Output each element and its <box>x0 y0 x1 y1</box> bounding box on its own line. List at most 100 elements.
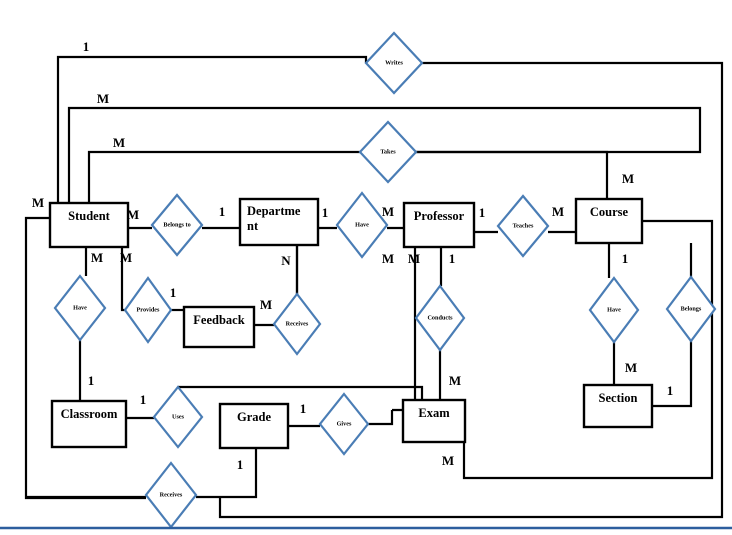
cardinality-c-prof-conducts-1: 1 <box>449 251 456 266</box>
relationship-belongs-to[interactable]: Belongs to <box>150 193 204 257</box>
relationship-label-gives: Gives <box>337 420 352 427</box>
cardinality-c-dept-feedback: N <box>281 253 291 268</box>
entity-label-grade: Grade <box>237 410 271 424</box>
cardinality-c-prof-conducts-m: M <box>408 251 420 266</box>
diamond-shape-have-dept <box>335 191 389 259</box>
diamond-shape-provides <box>123 276 173 344</box>
relationship-label-takes: Takes <box>380 148 396 155</box>
entity-professor[interactable]: Professor <box>402 201 476 249</box>
relationship-have-dept[interactable]: Have <box>335 191 389 259</box>
diamond-shape-belongs <box>665 275 717 343</box>
diamond-shape-have-course <box>588 276 640 344</box>
relationship-label-have-course: Have <box>607 306 621 313</box>
relationship-label-writes: Writes <box>385 59 403 66</box>
connector-writes-to-right-loop <box>218 61 724 519</box>
diamond-shape-teaches <box>496 194 550 258</box>
relationship-label-provides: Provides <box>137 306 161 313</box>
diamond-shape-uses <box>152 385 204 449</box>
relationship-belongs[interactable]: Belongs <box>665 275 717 343</box>
cardinality-c-dept-have: 1 <box>322 205 329 220</box>
relationship-have-student[interactable]: Have <box>53 274 107 342</box>
entity-box-exam <box>401 398 467 444</box>
diamond-shape-belongs-to <box>150 193 204 257</box>
connector-student-takes2-up <box>87 150 360 203</box>
entity-box-course <box>574 197 644 245</box>
relationship-uses[interactable]: Uses <box>152 385 204 449</box>
entity-box-department <box>238 197 320 247</box>
relationship-gives[interactable]: Gives <box>318 392 370 456</box>
cardinality-c-section-belongs: 1 <box>667 383 674 398</box>
cardinality-c-grade-gives: 1 <box>300 401 307 416</box>
relationship-receives-fb[interactable]: Receives <box>272 292 322 356</box>
entity-label-section: Section <box>599 391 638 405</box>
relationship-label-receives-std: Receives <box>160 491 183 498</box>
cardinality-c-section-have: M <box>625 360 637 375</box>
relationship-label-uses: Uses <box>172 413 185 420</box>
cardinality-c-course-teaches: M <box>552 204 564 219</box>
diamond-shape-gives <box>318 392 370 456</box>
entity-label-department-line2: nt <box>247 219 259 233</box>
cardinality-c-feedback-provides: 1 <box>170 285 177 300</box>
connector-course-belongs-loop <box>462 219 714 480</box>
cardinality-c-student-belongs: M <box>127 207 139 222</box>
cardinality-c-grade-recv: 1 <box>237 457 244 472</box>
relationship-label-conducts: Conducts <box>427 314 453 321</box>
cardinality-c-student-takes: M <box>97 91 109 106</box>
entity-section[interactable]: Section <box>582 383 654 429</box>
cardinality-c-course-have: 1 <box>622 251 629 266</box>
entity-box-professor <box>402 201 476 249</box>
entity-grade[interactable]: Grade <box>218 402 290 450</box>
diamond-shape-takes <box>358 120 418 184</box>
relationship-label-belongs-to: Belongs to <box>163 221 190 228</box>
cardinality-c-exam-bottom: M <box>442 453 454 468</box>
connector-grade-receives-down <box>196 448 258 499</box>
cardinality-c-student-writes: 1 <box>83 39 90 54</box>
cardinality-c-student-have: M <box>91 250 103 265</box>
relationship-label-teaches: Teaches <box>513 222 534 229</box>
cardinality-c-classroom-have: 1 <box>88 373 95 388</box>
relationship-takes[interactable]: Takes <box>358 120 418 184</box>
entity-feedback[interactable]: Feedback <box>182 305 256 349</box>
cardinality-c-classroom-uses: 1 <box>140 392 147 407</box>
entity-student[interactable]: Student <box>48 201 130 249</box>
entity-box-section <box>582 383 654 429</box>
entity-label-course: Course <box>590 205 629 219</box>
cardinality-c-prof-have: M <box>382 204 394 219</box>
entity-label-feedback: Feedback <box>193 313 244 327</box>
cardinality-c-student-left: M <box>32 195 44 210</box>
relationship-writes[interactable]: Writes <box>364 31 424 95</box>
cardinality-c-course-takes: M <box>622 171 634 186</box>
entity-box-classroom <box>50 399 128 449</box>
connector-takes-to-course <box>388 150 609 199</box>
cardinality-c-student-provides: M <box>120 250 132 265</box>
relationship-label-receives-fb: Receives <box>286 320 309 327</box>
relationship-conducts[interactable]: Conducts <box>414 284 466 352</box>
entity-course[interactable]: Course <box>574 197 644 245</box>
relationship-provides[interactable]: Provides <box>123 276 173 344</box>
cardinality-c-student-takes2: M <box>113 135 125 150</box>
relationship-receives-std[interactable]: Receives <box>144 461 198 529</box>
relationship-teaches[interactable]: Teaches <box>496 194 550 258</box>
relationship-label-have-student: Have <box>73 304 87 311</box>
entity-label-exam: Exam <box>418 406 450 420</box>
entity-exam[interactable]: Exam <box>401 398 467 444</box>
diamond-shape-receives-fb <box>272 292 322 356</box>
cardinality-c-feedback-recv: M <box>260 297 272 312</box>
relationship-have-course[interactable]: Have <box>588 276 640 344</box>
diamond-shape-conducts <box>414 284 466 352</box>
relationship-label-have-dept: Have <box>355 221 369 228</box>
connector-uses-gives <box>368 410 394 426</box>
entity-classroom[interactable]: Classroom <box>50 399 128 449</box>
diamond-shape-have-student <box>53 274 107 342</box>
entity-label-classroom: Classroom <box>61 407 118 421</box>
relationship-label-belongs: Belongs <box>681 305 702 312</box>
entity-box-grade <box>218 402 290 450</box>
entity-label-department-line1: Departme <box>247 204 301 218</box>
connector-section-belongs <box>652 341 693 408</box>
